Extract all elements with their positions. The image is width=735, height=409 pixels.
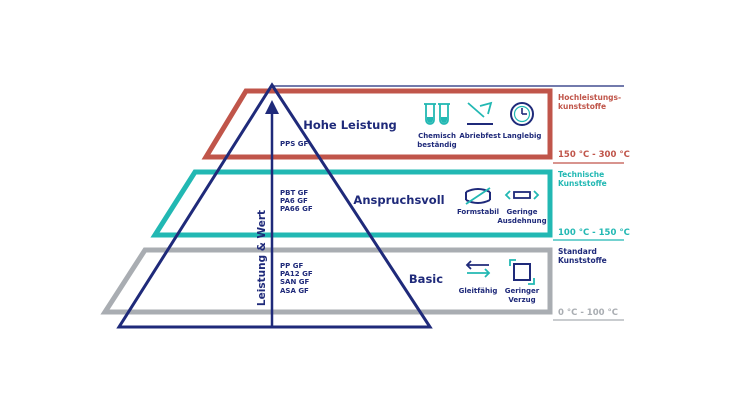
clock-icon [510,102,534,126]
temperature-middle: 100 °C - 150 °C [558,228,630,238]
axis-label: Leistung & Wert [256,210,268,306]
slide-arrows-icon [465,260,491,278]
feature-label-verzug: Verzug [508,296,535,304]
material-pbt-gf: PBT GF [280,189,308,197]
tier-band-top [201,88,553,160]
material-pp-gf: PP GF [280,262,303,270]
shape-stable-icon [465,187,491,205]
tier-title-top: Hohe Leistung [303,118,397,132]
material-pa6-gf: PA6 GF [280,197,308,205]
category-bottom-line2: Kunststoffe [558,256,607,265]
temperature-top: 150 °C - 300 °C [558,150,630,160]
feature-label-abriebfest: Abriebfest [459,132,501,140]
tier-band-bottom [100,247,553,315]
feature-label-gleitfaehig: Gleitfähig [459,287,498,295]
value-arrow-head [265,100,279,114]
material-san-gf: SAN GF [280,278,310,286]
tier-title-middle: Anspruchsvoll [353,193,444,207]
feature-label-ausdehnung: Ausdehnung [497,217,546,225]
temperature-bottom: 0 °C - 100 °C [558,308,618,318]
category-top-line2: kunststoffe [558,102,606,111]
category-bottom-line1: Standard [558,247,597,256]
feature-label-bestaendig: beständig [417,141,456,149]
feature-label-langlebig: Langlebig [503,132,542,140]
feature-label-chemisch: Chemisch [418,132,456,140]
low-warp-icon [509,259,535,285]
material-asa-gf: ASA GF [280,287,309,295]
material-pa12-gf: PA12 GF [280,270,313,278]
test-tube-icon [424,103,450,125]
category-top-line1: Hochleistungs- [558,93,621,102]
category-middle-line2: Kunststoffe [558,179,607,188]
feature-label-geringer: Geringer [505,287,540,295]
material-pps-gf: PPS GF [280,140,308,148]
feature-label-formstabil: Formstabil [457,208,499,216]
pyramid-outline [116,82,433,329]
feature-label-geringe: Geringe [506,208,537,216]
material-pa66-gf: PA66 GF [280,205,313,213]
expansion-arrows-icon [504,190,540,200]
tier-title-bottom: Basic [409,272,443,286]
tier-band-middle [150,169,553,238]
abrasion-arrow-icon [467,101,493,125]
category-middle-line1: Technische [558,170,604,179]
